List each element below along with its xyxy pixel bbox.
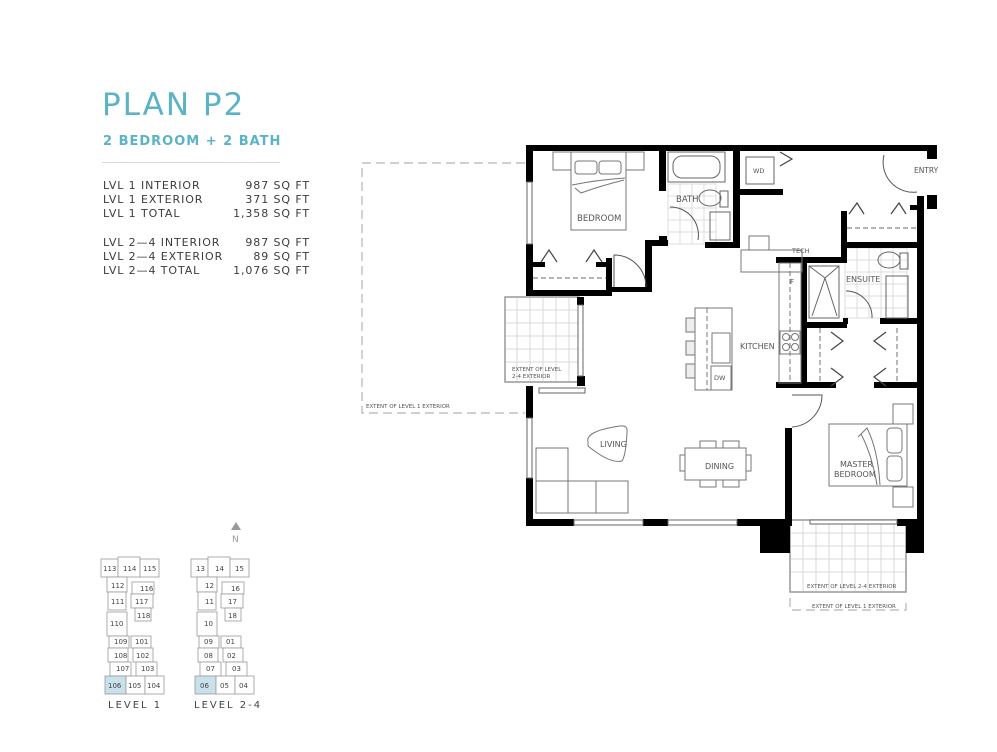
master-bedroom-furniture: [828, 403, 914, 508]
door-swings: [613, 154, 918, 428]
area-row: LVL 2—4 INTERIOR 987 SQ FT: [103, 236, 310, 250]
ext-lvl1-side: EXTENT OF LEVEL 1 EXTERIOR: [366, 404, 450, 410]
header-divider: [102, 162, 280, 163]
area-label: LVL 2—4 INTERIOR: [103, 236, 221, 249]
area-label: LVL 1 TOTAL: [103, 207, 181, 220]
living-dining-furniture: [535, 425, 752, 514]
area-table-level-2-4: LVL 2—4 INTERIOR 987 SQ FT LVL 2—4 EXTERI…: [103, 236, 310, 278]
area-row: LVL 1 TOTAL 1,358 SQ FT: [103, 207, 310, 221]
area-value: 987 SQ FT: [245, 236, 310, 249]
balcony-left: [504, 296, 580, 383]
room-labels: BEDROOM BATH WD ENTRY TECH F ENSUITE KIT…: [577, 166, 939, 479]
bedroom-furniture: [552, 151, 645, 231]
label-entry: ENTRY: [914, 166, 939, 175]
ext-lvl24-side-1: EXTENT OF LEVEL: [512, 367, 562, 373]
label-dining: DINING: [705, 462, 734, 471]
ext-lvl1-bottom: EXTENT OF LEVEL 1 EXTERIOR: [812, 604, 896, 610]
keyplan-level-1-label: LEVEL 1: [108, 700, 163, 711]
plan-subtitle: 2 BEDROOM + 2 BATH: [103, 134, 282, 149]
area-label: LVL 1 INTERIOR: [103, 179, 201, 192]
ext-lvl24-side-2: 2-4 EXTERIOR: [512, 374, 550, 380]
area-row: LVL 1 EXTERIOR 371 SQ FT: [103, 193, 310, 207]
kitchen-fixtures: [685, 235, 803, 391]
label-living: LIVING: [600, 440, 627, 449]
extent-annotations: EXTENT OF LEVEL 2-4 EXTERIOR EXTENT OF L…: [366, 367, 897, 610]
label-fridge: F: [790, 278, 794, 286]
area-value: 371 SQ FT: [245, 193, 310, 206]
area-row: LVL 2—4 TOTAL 1,076 SQ FT: [103, 264, 310, 278]
windows: [526, 181, 898, 526]
label-master-1: MASTER: [840, 460, 873, 469]
balcony-bottom: [789, 519, 907, 593]
keyplan-level-2-4-label: LEVEL 2-4: [194, 700, 263, 711]
level-1-exterior-extent: [361, 162, 907, 611]
label-kitchen: KITCHEN: [740, 342, 775, 351]
label-wd: WD: [753, 167, 764, 175]
label-ensuite: ENSUITE: [846, 275, 880, 284]
area-label: LVL 2—4 EXTERIOR: [103, 250, 224, 263]
area-value: 1,358 SQ FT: [233, 207, 310, 220]
label-master-2: BEDROOM: [834, 470, 876, 479]
bath-fixtures: [667, 151, 909, 319]
ext-lvl24-bottom: EXTENT OF LEVEL 2-4 EXTERIOR: [807, 584, 897, 590]
area-label: LVL 2—4 TOTAL: [103, 264, 201, 277]
label-bath: BATH: [676, 195, 699, 205]
area-row: LVL 2—4 EXTERIOR 89 SQ FT: [103, 250, 310, 264]
closet-doors: [533, 151, 917, 387]
tile-floors: [667, 183, 908, 319]
walls: [526, 145, 937, 553]
label-tech: TECH: [791, 247, 810, 255]
area-value: 89 SQ FT: [253, 250, 310, 263]
plan-title: PLAN P2: [102, 87, 246, 123]
area-value: 987 SQ FT: [245, 179, 310, 192]
area-row: LVL 1 INTERIOR 987 SQ FT: [103, 179, 310, 193]
area-value: 1,076 SQ FT: [233, 264, 310, 277]
label-bedroom: BEDROOM: [577, 214, 621, 224]
area-table-level-1: LVL 1 INTERIOR 987 SQ FT LVL 1 EXTERIOR 37…: [103, 179, 310, 221]
label-dw: DW: [714, 374, 726, 382]
area-label: LVL 1 EXTERIOR: [103, 193, 204, 206]
